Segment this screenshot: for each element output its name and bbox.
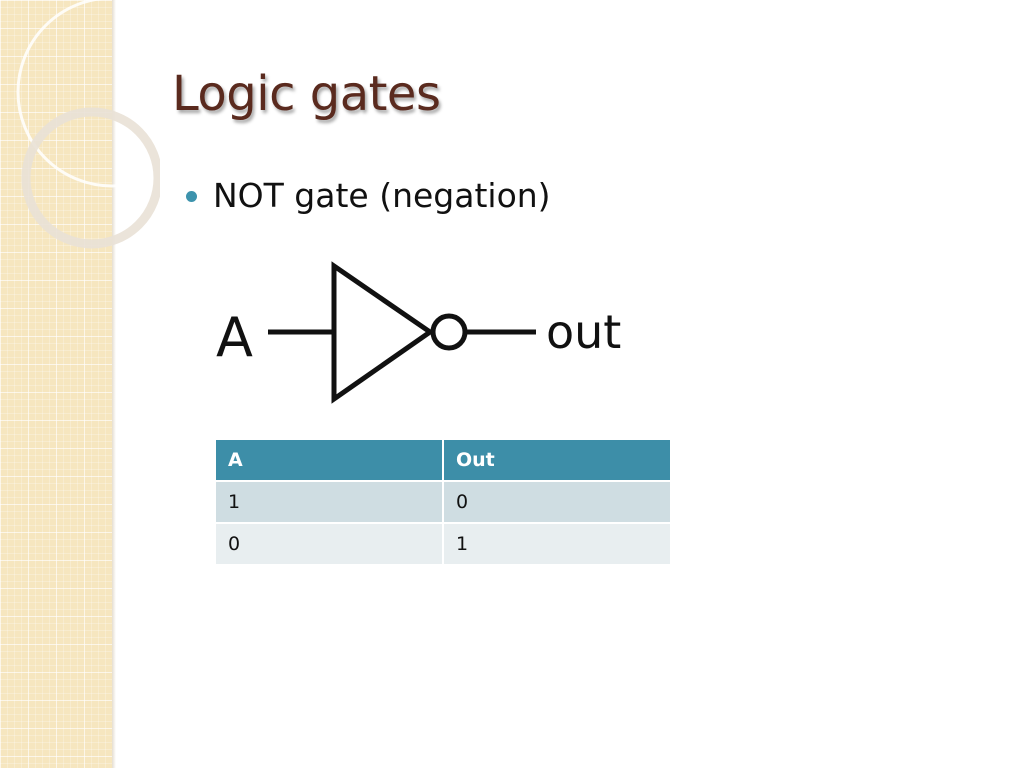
- table-header-out: Out: [443, 440, 670, 482]
- gate-input-label: A: [216, 306, 253, 369]
- not-gate-diagram: A out: [216, 261, 621, 404]
- decorative-side-strip: [0, 0, 112, 768]
- table-row: 1 0: [216, 481, 670, 524]
- table-row: 0 1: [216, 523, 670, 566]
- not-gate-triangle: [331, 261, 435, 404]
- bullet-item: NOT gate (negation): [186, 176, 551, 215]
- truth-table: A Out 1 0 0 1: [216, 440, 670, 566]
- table-cell: 0: [443, 481, 670, 524]
- bullet-dot-icon: [186, 191, 197, 202]
- table-header-a: A: [216, 440, 444, 482]
- table-cell: 0: [216, 523, 444, 566]
- bullet-text: NOT gate (negation): [213, 176, 551, 215]
- table-cell: 1: [216, 481, 444, 524]
- table-cell: 1: [443, 523, 670, 566]
- gate-output-label: out: [546, 305, 621, 359]
- table-header-row: A Out: [216, 440, 670, 482]
- page-title: Logic gates: [172, 66, 441, 122]
- not-gate-bubble: [430, 313, 468, 351]
- side-strip-shadow: [112, 0, 116, 768]
